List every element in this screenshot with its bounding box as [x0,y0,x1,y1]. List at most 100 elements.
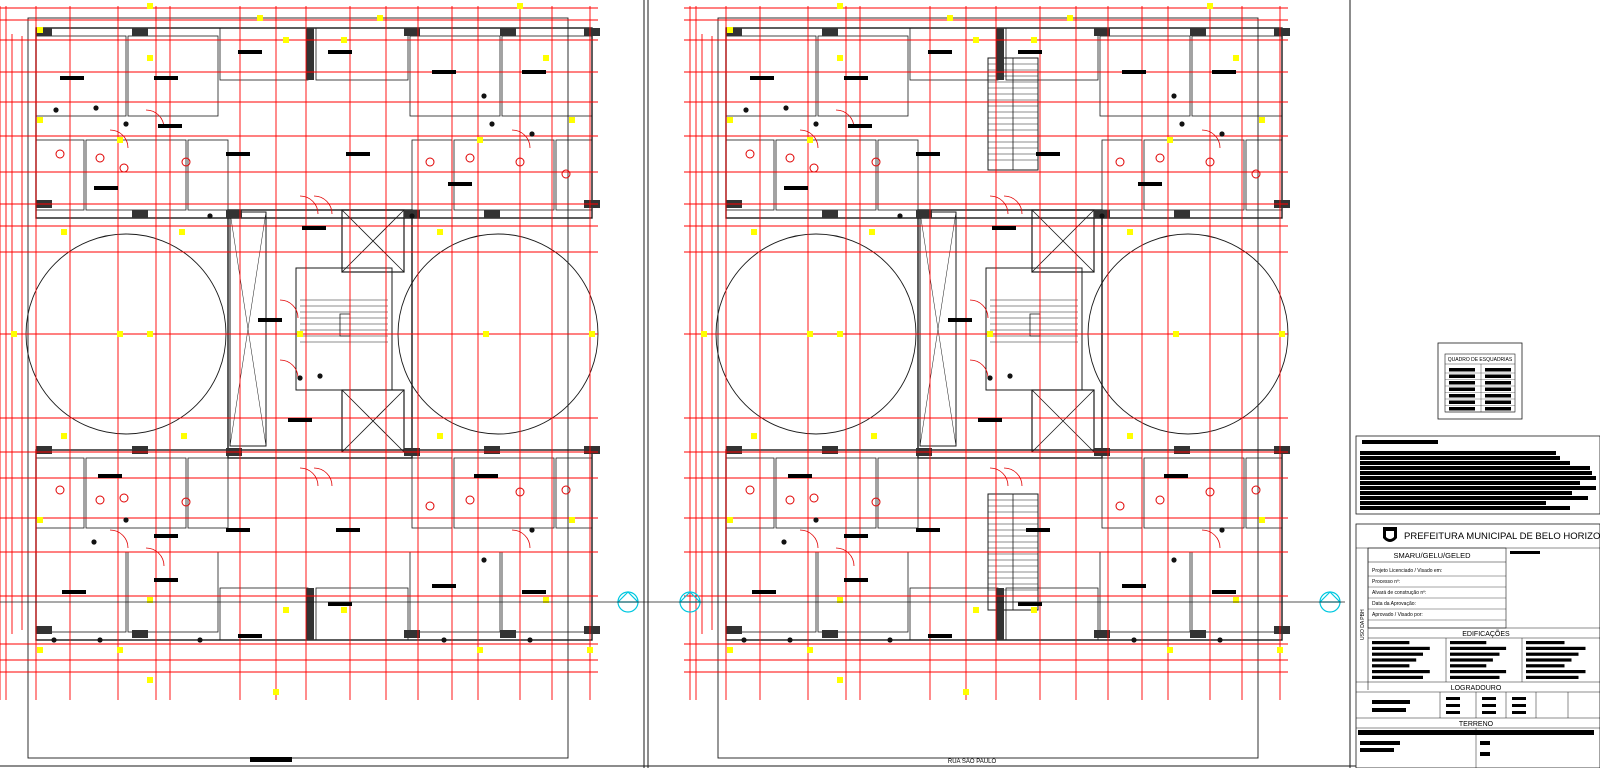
section-terreno: TERRENO [1459,721,1494,728]
redacted-label [432,584,456,588]
wall-outlet-symbol [1099,213,1105,219]
redacted-label [844,534,868,538]
survey-marker [963,689,969,695]
wall-outlet-symbol [529,131,535,137]
structural-pillar [584,28,600,36]
redacted-label [522,590,546,594]
room-wall [315,587,409,641]
redacted-label [1212,70,1236,74]
redaction-bar [1372,664,1410,668]
survey-marker [341,37,347,43]
survey-marker [297,331,303,337]
survey-marker [517,3,523,9]
survey-marker [1167,647,1173,653]
sanitary-fixture [181,157,191,167]
room-wall [555,139,593,211]
door-swing [313,195,333,215]
redaction-bar [1360,466,1590,470]
structural-pillar [1274,626,1290,634]
redaction-bar [1372,675,1423,679]
wall-outlet-symbol [97,637,103,643]
redaction-bar [1449,381,1475,385]
structural-pillar [306,28,314,80]
wall-outlet-symbol [1179,121,1185,127]
survey-marker [837,55,843,61]
redacted-label [928,634,952,638]
site-boundary [717,17,1259,759]
redacted-label [916,152,940,156]
redacted-label [474,474,498,478]
sanitary-fixture [745,485,755,495]
redaction-bar [1480,752,1490,756]
survey-marker [37,647,43,653]
redacted-label [226,152,250,156]
structural-pillar [1190,630,1206,638]
redaction-bar [1450,646,1507,650]
municipality-name: PREFEITURA MUNICIPAL DE BELO HORIZONTE [1404,531,1600,542]
survey-marker [181,433,187,439]
survey-marker [543,597,549,603]
survey-marker [727,117,733,123]
structural-pillar [822,630,838,638]
survey-marker [837,3,843,9]
wall-outlet-symbol [93,105,99,111]
sanitary-fixture [871,497,881,507]
room-wall [453,139,555,211]
wall-outlet-symbol [1171,557,1177,563]
wall-outlet-symbol [297,375,303,381]
survey-marker [1233,55,1239,61]
sanitary-fixture [809,493,819,503]
wall-outlet-symbol [123,121,129,127]
door-swing [835,547,855,567]
redaction-bar [1526,652,1579,656]
redacted-label [1018,50,1042,54]
approval-field-label: Projeto Licenciado / Visado em: [1372,568,1442,574]
redaction-bar [1360,496,1588,500]
survey-marker [543,55,549,61]
redaction-bar [1360,741,1400,745]
sanitary-fixture [1251,169,1261,179]
survey-marker [1259,117,1265,123]
central-stair [295,267,393,391]
wall-outlet-symbol [197,637,203,643]
survey-marker [751,433,757,439]
survey-marker [341,607,347,613]
survey-marker [837,331,843,337]
survey-marker [147,3,153,9]
redaction-bar [1450,675,1500,679]
structural-pillar [132,210,148,218]
survey-marker [437,229,443,235]
door-swing [1201,129,1221,149]
title-block: PREFEITURA MUNICIPAL DE BELO HORIZONTE S… [1355,435,1600,768]
redacted-label [346,152,370,156]
structural-pillar [726,28,742,36]
redacted-label [784,186,808,190]
room-wall [1099,551,1191,633]
elevator-cross [341,209,405,273]
approval-field-label: Data da Aprovação: [1372,601,1416,607]
structural-pillar [500,28,516,36]
survey-marker [1233,597,1239,603]
room-wall [1099,35,1191,117]
survey-marker [947,15,953,21]
survey-marker [1031,37,1037,43]
structural-pillar [1094,630,1110,638]
structural-pillar [1094,28,1110,36]
redacted-label [226,528,250,532]
redaction-bar [1360,476,1596,480]
sanitary-fixture [1205,487,1215,497]
wall-outlet-symbol [741,637,747,643]
redacted-label [848,124,872,128]
redaction-bar [1449,387,1475,391]
room-wall [409,551,501,633]
stair-enclosure [295,267,393,391]
redaction-bar [1512,704,1526,707]
sanitary-fixture [785,153,795,163]
redacted-label [98,474,122,478]
stair-enclosure [985,267,1083,391]
redaction-bar [1360,481,1580,485]
survey-marker [1279,331,1285,337]
service-shaft [229,211,267,447]
survey-marker [837,597,843,603]
